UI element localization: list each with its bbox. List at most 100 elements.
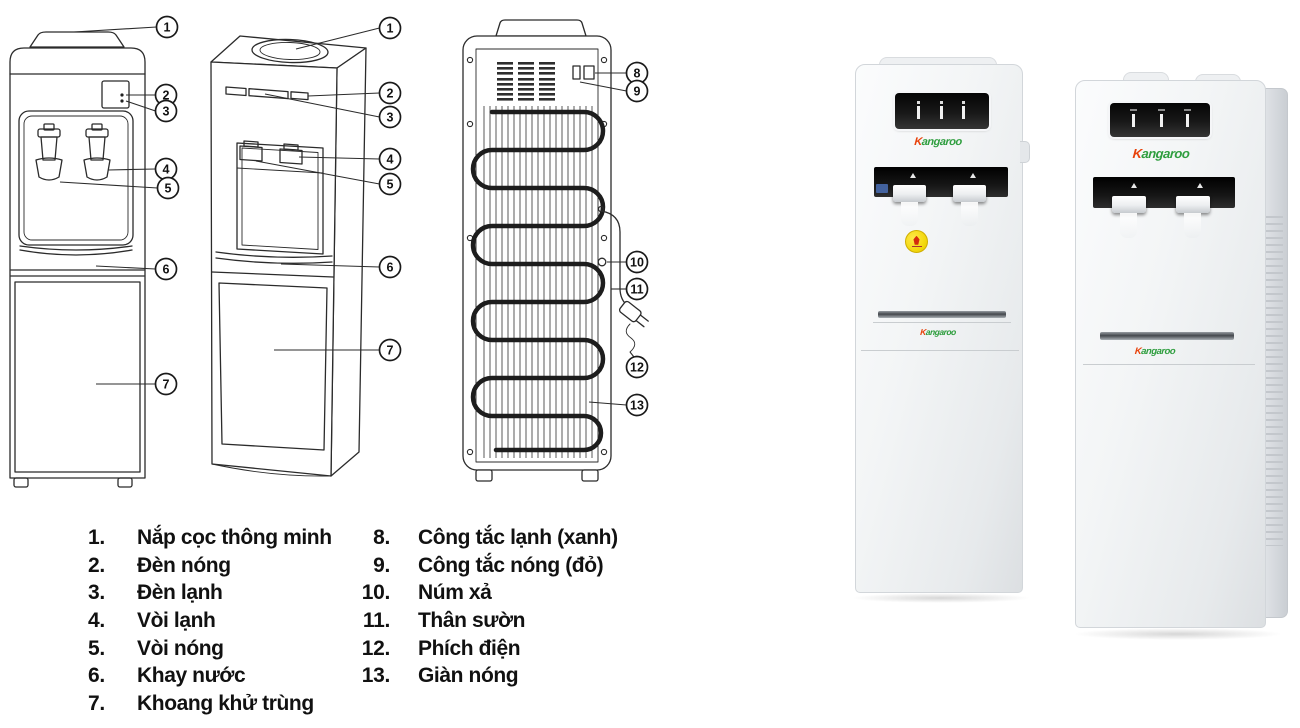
brand-rest: angaroo xyxy=(925,327,957,337)
callout-front-6: 6 xyxy=(154,257,178,281)
legend-item: 1. Nắp cọc thông minh xyxy=(88,524,332,552)
svg-text:13: 13 xyxy=(630,399,644,413)
svg-text:10: 10 xyxy=(630,256,644,270)
foot xyxy=(581,469,599,482)
legend-label: Giàn nóng xyxy=(418,664,519,688)
indicator-mark xyxy=(917,101,920,104)
hot-spout xyxy=(1120,213,1137,238)
drain-knob xyxy=(597,257,607,267)
legend-number: 1. xyxy=(88,526,105,549)
cold-spout xyxy=(961,202,978,226)
legend-item: 12. Phích điện xyxy=(360,635,618,663)
callout-iso-5: 5 xyxy=(378,172,402,196)
legend-item: 5. Vòi nóng xyxy=(88,635,332,663)
power-cord xyxy=(600,210,629,307)
callouts: 1 2 3 4 5 6 7 1 2 3 4 5 6 7 8 9 10 11 12… xyxy=(154,15,649,417)
callout-iso-6: 6 xyxy=(378,255,402,279)
legend-number: 3. xyxy=(88,581,105,605)
legend-item: 3. Đèn lạnh xyxy=(88,579,332,607)
svg-text:11: 11 xyxy=(630,283,643,297)
legend-label: Đèn nóng xyxy=(137,553,231,577)
warranty-sticker xyxy=(905,230,928,253)
sticker-text-line xyxy=(911,245,922,248)
svg-text:4: 4 xyxy=(387,153,394,167)
legend-number: 11. xyxy=(362,609,390,633)
legend-label: Thân sườn xyxy=(418,609,526,633)
front-view-drawing xyxy=(9,31,146,488)
dispenser-body xyxy=(1075,80,1266,628)
indicator-label xyxy=(1184,109,1191,111)
svg-text:3: 3 xyxy=(387,111,394,125)
indicator-label xyxy=(1130,109,1137,111)
door-brand-logo: Kangaroo xyxy=(1063,346,1248,357)
callout-back-12: 12 xyxy=(625,355,649,379)
legend-right-column: 8. Công tắc lạnh (xanh) 9. Công tắc nóng… xyxy=(360,524,618,690)
svg-text:4: 4 xyxy=(163,163,170,177)
back-panel xyxy=(462,35,612,471)
legend-label: Vòi lạnh xyxy=(137,609,216,633)
indicator-mark xyxy=(940,101,943,104)
drip-tray xyxy=(215,251,333,258)
legend-item: 4. Vòi lạnh xyxy=(88,607,332,635)
svg-text:7: 7 xyxy=(163,378,170,392)
legend-item: 8. Công tắc lạnh (xanh) xyxy=(360,524,618,552)
legend-number: 7. xyxy=(88,692,105,716)
condenser-coil xyxy=(470,109,606,453)
screws xyxy=(466,56,608,456)
cold-tap xyxy=(279,148,303,165)
legend-item: 2. Đèn nóng xyxy=(88,552,332,580)
product-photo-right: Kangaroo Kangaroo xyxy=(1063,66,1300,651)
legend-label: Núm xả xyxy=(418,581,492,605)
callout-iso-4: 4 xyxy=(378,147,402,171)
callout-front-4: 4 xyxy=(154,157,178,181)
flame-icon xyxy=(913,235,920,245)
door-divider-line xyxy=(861,350,1019,351)
tap-recess xyxy=(236,142,324,255)
callout-front-7: 7 xyxy=(154,372,178,396)
legend-item: 11. Thân sườn xyxy=(360,607,618,635)
cold-tap-paddle xyxy=(953,185,986,202)
tray-slot xyxy=(878,311,1006,318)
indicator-mark xyxy=(940,106,943,119)
vent-slats xyxy=(497,62,555,101)
indicator-mark xyxy=(962,101,965,104)
lower-door xyxy=(14,281,141,473)
svg-text:1: 1 xyxy=(387,22,394,36)
foot xyxy=(13,477,29,488)
foot xyxy=(475,469,493,482)
hot-tap-paddle xyxy=(1112,196,1146,213)
cord-tail xyxy=(625,323,636,353)
svg-text:12: 12 xyxy=(630,361,644,375)
bottle-collar xyxy=(251,38,329,64)
side-handle xyxy=(1020,141,1030,163)
callout-front-5: 5 xyxy=(156,176,180,200)
legend-item: 10. Núm xả xyxy=(360,579,618,607)
callout-back-11: 11 xyxy=(625,277,649,301)
svg-text:2: 2 xyxy=(387,87,394,101)
door-divider-line xyxy=(1083,364,1255,365)
door-top-line xyxy=(873,322,1011,323)
callout-iso-2: 2 xyxy=(378,81,402,105)
hot-tap xyxy=(239,145,263,162)
legend-label: Công tắc lạnh (xanh) xyxy=(418,526,618,549)
svg-text:3: 3 xyxy=(163,105,170,119)
floor-shadow xyxy=(851,593,1031,603)
tray-slot xyxy=(1100,332,1234,340)
front-face xyxy=(210,61,338,477)
legend-label: Phích điện xyxy=(418,636,521,660)
indicator-mark xyxy=(962,106,965,119)
callout-iso-7: 7 xyxy=(378,338,402,362)
indicator-mark xyxy=(1186,114,1189,127)
top-cap xyxy=(29,31,125,48)
legend-label: Vòi nóng xyxy=(137,636,224,660)
svg-text:2: 2 xyxy=(163,89,170,103)
hot-icon xyxy=(910,173,916,178)
lower-door xyxy=(218,282,328,451)
indicator-mark xyxy=(1132,114,1135,127)
dispenser-body xyxy=(855,64,1023,593)
legend-item: 9. Công tắc nóng (đỏ) xyxy=(360,552,618,580)
callout-back-9: 9 xyxy=(625,79,649,103)
iso-view-drawing xyxy=(210,35,367,477)
legend-number: 9. xyxy=(373,553,390,577)
hot-led xyxy=(120,93,124,97)
